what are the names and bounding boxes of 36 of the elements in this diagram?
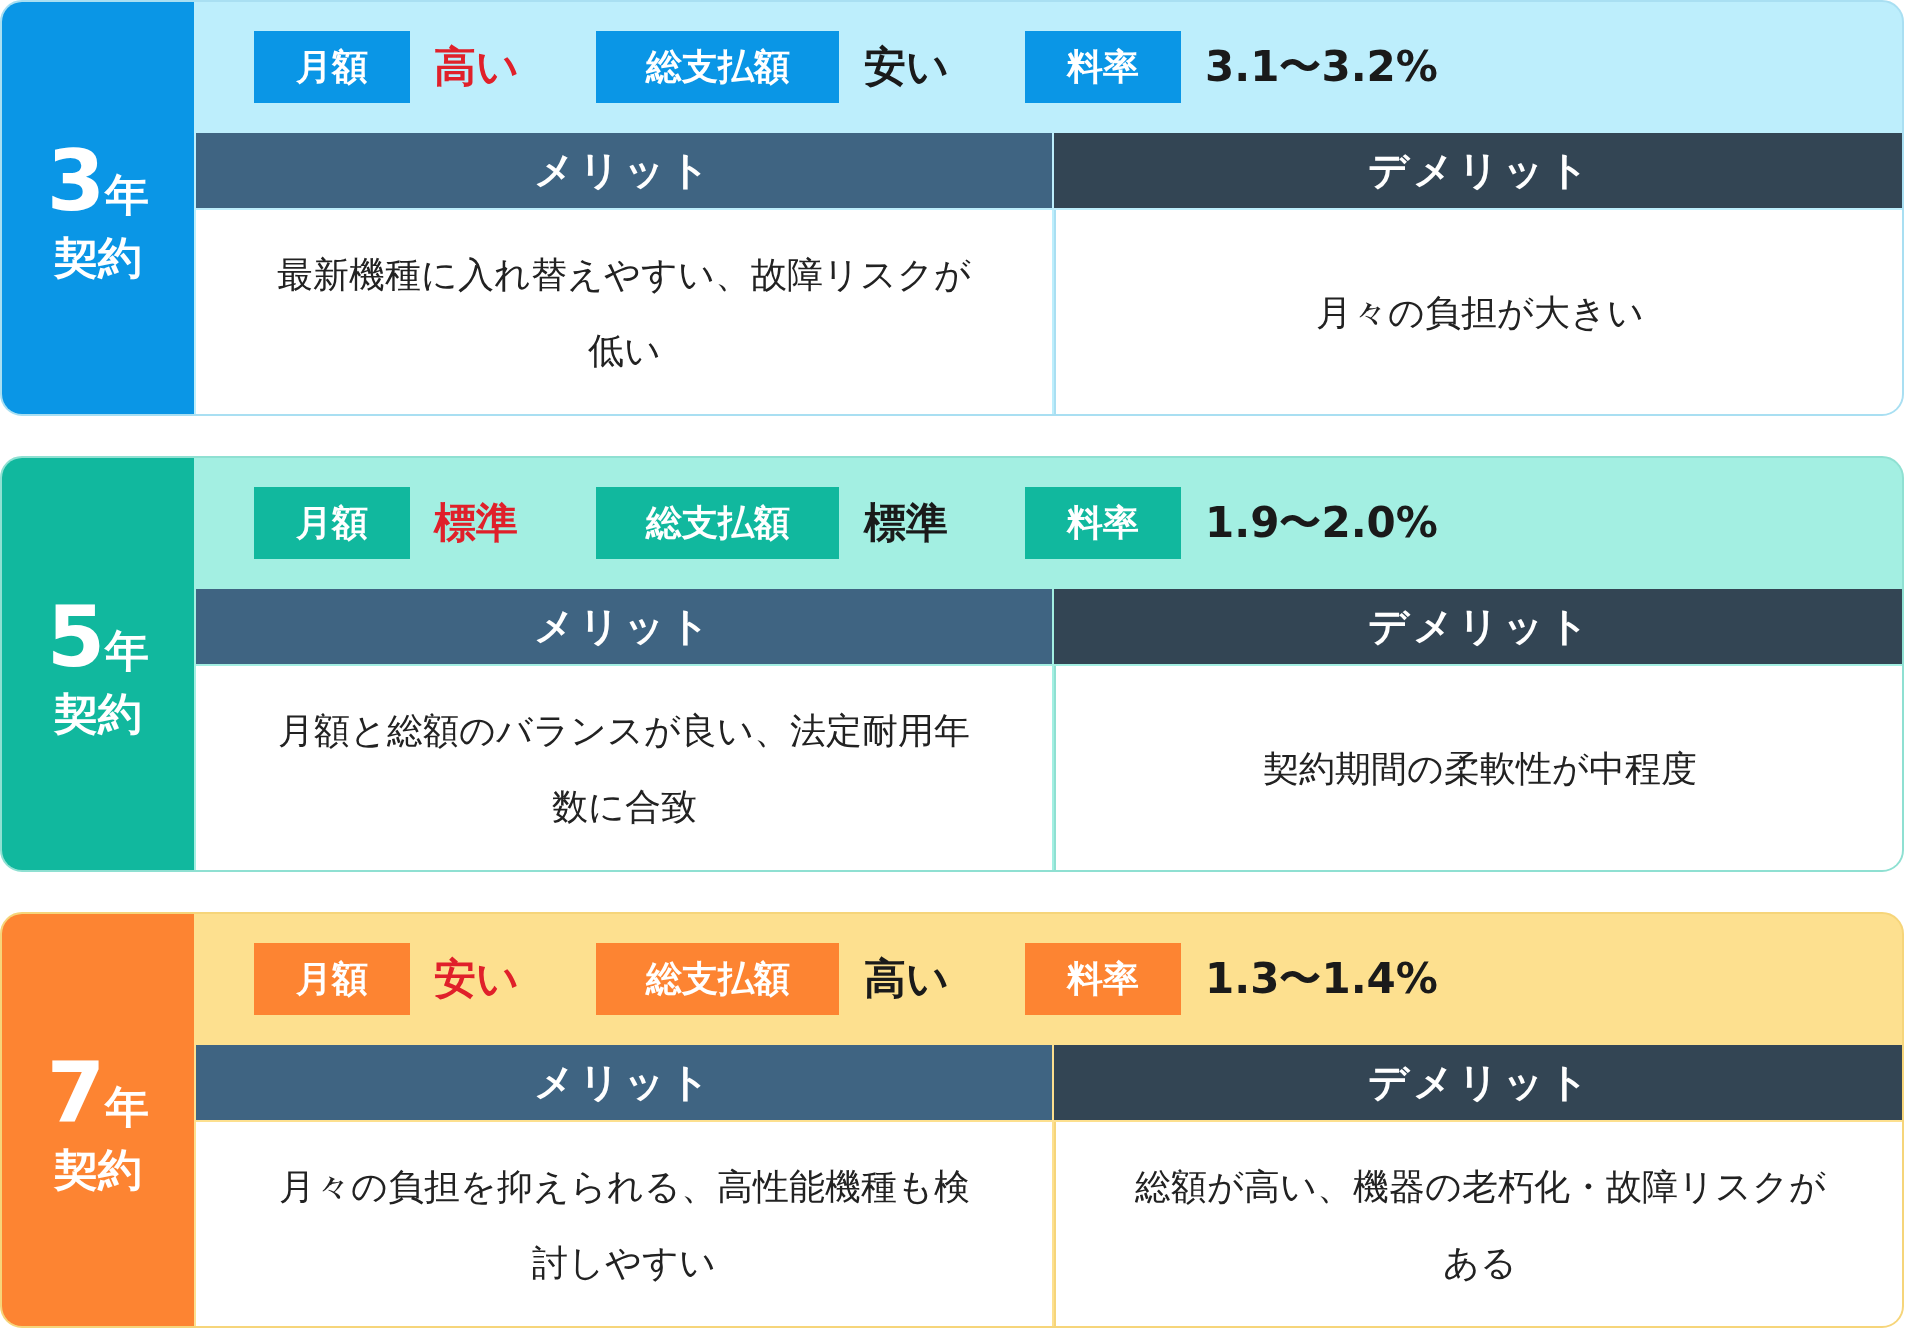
cell-text: 月々の負担が大きい (1054, 210, 1902, 414)
category-badge: 総支払額 (596, 487, 839, 559)
rating-text: 標準 (434, 497, 518, 549)
term-label: 7年契約 (2, 914, 194, 1326)
category-badge: 総支払額 (596, 31, 839, 103)
category-badge: 月額 (254, 487, 410, 559)
rate-text: 1.3〜1.4% (1205, 953, 1438, 1005)
category-badge: 料率 (1025, 943, 1181, 1015)
column-header: デメリット (1054, 589, 1902, 664)
rating-text: 高い (864, 953, 949, 1005)
rating-text: 安い (434, 953, 519, 1005)
plan-card (0, 456, 1904, 872)
term-label: 5年契約 (2, 458, 194, 870)
category-badge: 料率 (1025, 31, 1181, 103)
category-badge: 月額 (254, 943, 410, 1015)
rating-text: 標準 (864, 497, 948, 549)
rating-text: 高い (434, 41, 519, 93)
cell-text: 契約期間の柔軟性が中程度 (1054, 666, 1902, 870)
cell-text: 最新機種に入れ替えやすい、故障リスクが低い (196, 210, 1052, 414)
category-badge: 料率 (1025, 487, 1181, 559)
plan-card (0, 0, 1904, 416)
rate-text: 3.1〜3.2% (1205, 41, 1438, 93)
rate-text: 1.9〜2.0% (1205, 497, 1438, 549)
cell-text: 総額が高い、機器の老朽化・故障リスクがある (1054, 1122, 1902, 1326)
cell-text: 月額と総額のバランスが良い、法定耐用年数に合致 (196, 666, 1052, 870)
column-header: デメリット (1054, 1045, 1902, 1120)
column-header: メリット (196, 589, 1052, 664)
category-badge: 総支払額 (596, 943, 839, 1015)
plan-card (0, 912, 1904, 1328)
cell-text: 月々の負担を抑えられる、高性能機種も検討しやすい (196, 1122, 1052, 1326)
column-header: デメリット (1054, 133, 1902, 208)
rating-text: 安い (864, 41, 949, 93)
column-header: メリット (196, 133, 1052, 208)
term-label: 3年契約 (2, 2, 194, 414)
category-badge: 月額 (254, 31, 410, 103)
column-header: メリット (196, 1045, 1052, 1120)
